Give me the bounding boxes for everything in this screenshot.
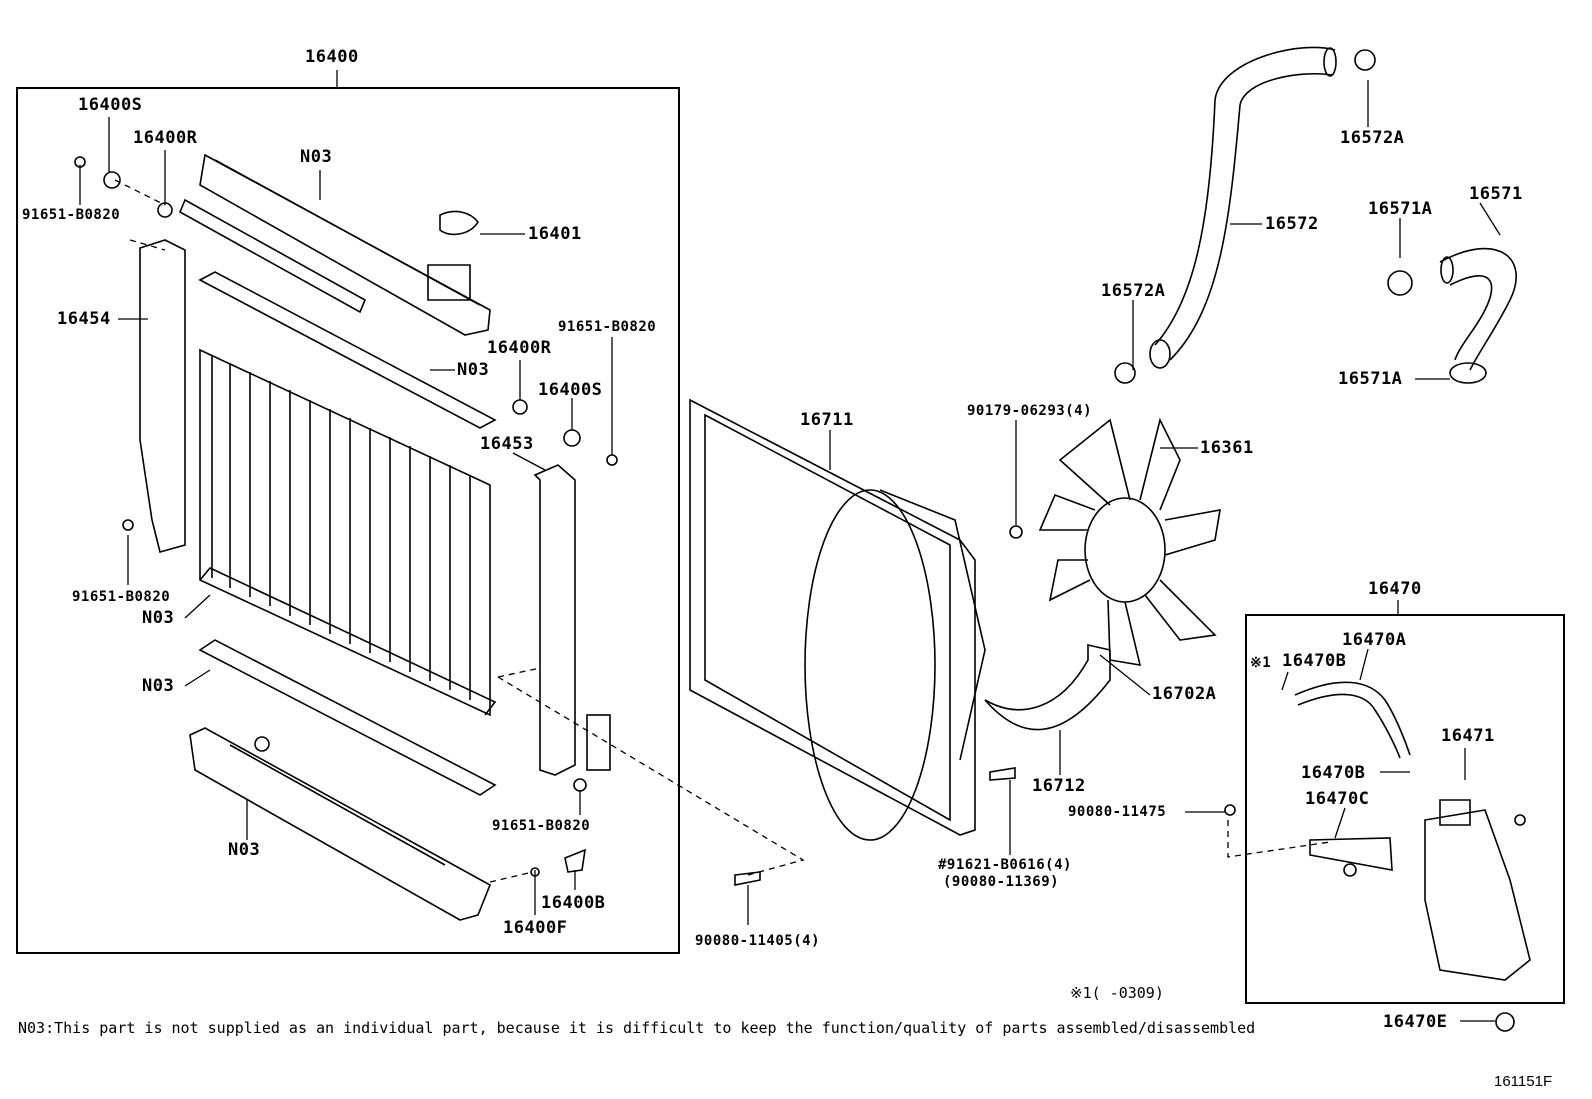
part-label: N03	[457, 360, 490, 380]
part-label: 91651-B0820	[558, 319, 657, 335]
part-label: 16470	[1368, 579, 1422, 599]
lower-seal-drawing	[198, 639, 497, 796]
diagram-code: 161151F	[1494, 1073, 1553, 1090]
part-label: 16572A	[1340, 128, 1405, 148]
part-label: N03	[142, 676, 175, 696]
fasteners-drawing	[74, 156, 1023, 886]
part-label: 16470C	[1305, 789, 1370, 809]
part-label: 16400R	[487, 338, 552, 358]
part-label: 16571A	[1338, 369, 1403, 389]
part-label: 90080-11405(4)	[695, 933, 821, 949]
lower-hose-drawing	[1387, 247, 1517, 384]
lower-shroud-drawing	[984, 643, 1111, 731]
left-support-drawing	[139, 239, 186, 553]
range-note: ※1( -0309)	[1070, 984, 1164, 1002]
part-label: 90179-06293(4)	[967, 403, 1093, 419]
radiator-core-drawing	[199, 348, 497, 717]
part-label: 91651-B0820	[72, 589, 171, 605]
part-label: N03	[300, 147, 333, 167]
part-label: 16470E	[1383, 1012, 1448, 1032]
part-label: 16453	[480, 434, 534, 454]
part-label: 16470A	[1342, 630, 1407, 650]
part-label: 91651-B0820	[492, 818, 591, 834]
lower-tank-drawing	[189, 727, 492, 921]
cooling-fan-drawing	[1038, 417, 1221, 666]
part-label: N03	[228, 840, 261, 860]
reserve-tank-frame	[1245, 614, 1565, 1004]
part-label: 16711	[800, 410, 854, 430]
part-label: (90080-11369)	[943, 874, 1060, 890]
part-label: 16400B	[541, 893, 606, 913]
part-label: #91621-B0616(4)	[938, 857, 1072, 873]
part-label: 16361	[1200, 438, 1254, 458]
part-label: 16702A	[1152, 684, 1217, 704]
part-label: 16470B	[1301, 763, 1366, 783]
upper-tank-drawing	[178, 153, 491, 336]
part-label: ※1	[1250, 655, 1272, 671]
part-label: 91651-B0820	[22, 207, 121, 223]
leader-lines	[79, 70, 1501, 1022]
reserve-tank-drawing	[1224, 681, 1531, 1032]
part-label: 16400F	[503, 918, 568, 938]
part-label: 16400	[305, 47, 359, 67]
upper-hose-drawing	[1114, 46, 1376, 384]
part-label: 16454	[57, 309, 111, 329]
radiator-assembly-frame	[16, 87, 680, 954]
part-label: 16572	[1265, 214, 1319, 234]
part-label: 16470B	[1282, 651, 1347, 671]
part-label: 16571A	[1368, 199, 1433, 219]
part-label: 16571	[1469, 184, 1523, 204]
fan-shroud-drawing	[689, 398, 986, 841]
part-label: 16471	[1441, 726, 1495, 746]
part-label: 16400S	[78, 95, 143, 115]
part-label: 16400R	[133, 128, 198, 148]
part-label: 16712	[1032, 776, 1086, 796]
part-label: N03	[142, 608, 175, 628]
upper-seal-drawing	[198, 271, 497, 429]
part-label: 90080-11475	[1068, 804, 1167, 820]
n03-footnote: N03:This part is not supplied as an indi…	[18, 1019, 1256, 1037]
part-label: 16400S	[538, 380, 603, 400]
part-label: 16401	[528, 224, 582, 244]
right-support-drawing	[533, 464, 576, 776]
part-label: 16572A	[1101, 281, 1166, 301]
